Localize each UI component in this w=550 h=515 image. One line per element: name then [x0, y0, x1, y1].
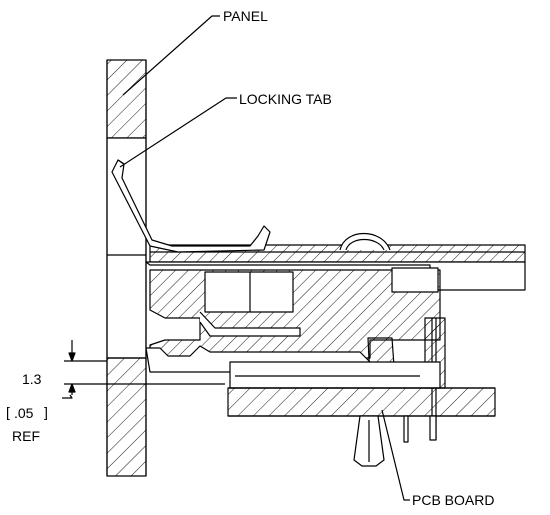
contact-spring — [199, 311, 301, 337]
dimension-lines — [62, 340, 225, 399]
pcb-board-shape — [227, 387, 496, 417]
locking-tab-shape — [111, 159, 271, 253]
dimension-bracket-right: ] — [44, 404, 48, 420]
base-plate — [229, 361, 441, 389]
locking-tab-callout: LOCKING TAB — [239, 91, 332, 107]
housing-body — [149, 267, 441, 359]
pin-1 — [403, 415, 409, 443]
latch-bump-inner — [345, 238, 385, 251]
latch-bump — [339, 232, 391, 251]
dimension-value-in: .05 — [14, 405, 34, 421]
panel-callout: PANEL — [223, 8, 268, 24]
dimension-value-mm: 1.3 — [22, 371, 42, 387]
pcb-board-callout: PCB BOARD — [412, 492, 494, 508]
dimension-bracket-left: [ — [6, 404, 10, 420]
dimension-note: REF — [12, 428, 40, 444]
panel-section — [106, 59, 147, 477]
leader-lines — [119, 15, 410, 501]
pin-2 — [429, 415, 437, 441]
